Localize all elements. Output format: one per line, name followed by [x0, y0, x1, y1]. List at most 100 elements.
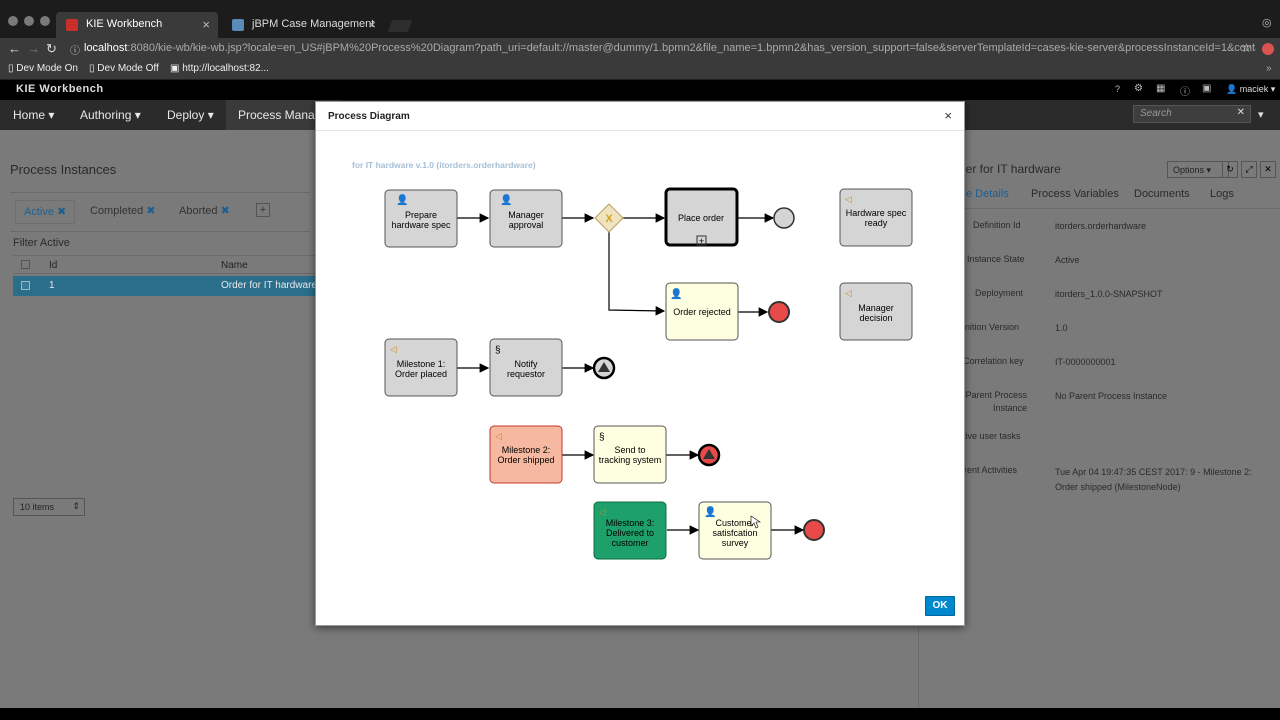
nav-home[interactable]: Home ▾	[13, 108, 55, 122]
table-header: Id Name	[13, 255, 317, 274]
bookmark-localhost[interactable]: ▣ http://localhost:82...	[170, 63, 269, 74]
select-all-checkbox[interactable]	[21, 260, 30, 269]
bookmarks-bar: ▯ Dev Mode On ▯ Dev Mode Off ▣ http://lo…	[0, 60, 1280, 80]
user-name: maciek	[1239, 84, 1269, 94]
process-diagram: for IT hardware v.1.0 (itorders.orderhar…	[352, 160, 913, 560]
help-icon[interactable]: ?	[1115, 84, 1121, 94]
search-placeholder: Search	[1140, 108, 1172, 119]
gear-icon[interactable]: ⚙	[1134, 83, 1143, 94]
node-label: Place order	[678, 213, 724, 223]
bookmark-dev-mode-on[interactable]: ▯ Dev Mode On	[8, 63, 78, 74]
nav-deploy[interactable]: Deploy ▾	[167, 108, 214, 122]
milestone-icon: ◁	[845, 288, 852, 298]
tab-label: KIE Workbench	[86, 18, 163, 30]
app-title: KIE Workbench	[16, 83, 104, 95]
browser-tab-jbpm[interactable]: jBPM Case Management ×	[222, 12, 384, 38]
maximize-window-button[interactable]	[40, 16, 50, 26]
field-value: itorders_1.0.0-SNAPSHOT	[1055, 289, 1163, 299]
tabs-divider	[919, 208, 1280, 209]
reload-icon[interactable]: ↻	[46, 41, 57, 56]
process-diagram-modal: Process Diagram × for IT hardware v.1.0 …	[315, 101, 965, 626]
page-size-value: 10 items	[20, 502, 55, 512]
info-icon[interactable]: ⓘ	[1180, 87, 1190, 98]
tab-instance-details[interactable]: e Details	[966, 188, 1009, 200]
filter-chip-completed[interactable]: Completed ✖	[90, 205, 156, 217]
script-task-icon: §	[599, 432, 605, 443]
column-id[interactable]: Id	[49, 260, 58, 271]
extension-icon[interactable]	[1262, 43, 1274, 55]
user-menu[interactable]: 👤 maciek ▾	[1226, 84, 1276, 94]
close-window-button[interactable]	[8, 16, 18, 26]
chip-label: Completed	[90, 205, 144, 217]
add-filter-button[interactable]: +	[256, 203, 270, 217]
address-bar-row: ← → ↻ ⓘ localhost:8080/kie-wb/kie-wb.jsp…	[0, 38, 1280, 60]
search-input[interactable]: Search ✕	[1133, 105, 1251, 123]
user-task-icon: 👤	[500, 193, 512, 206]
close-icon[interactable]: ×	[368, 17, 376, 32]
chip-label: Aborted	[179, 205, 218, 217]
column-name[interactable]: Name	[221, 260, 248, 271]
expand-subprocess-icon[interactable]	[696, 235, 707, 246]
nav-authoring[interactable]: Authoring ▾	[80, 108, 141, 122]
bottom-bar	[0, 708, 1280, 720]
tab-documents[interactable]: Documents	[1134, 188, 1190, 200]
close-icon[interactable]: ✕	[1260, 161, 1276, 178]
options-label: Options	[1173, 165, 1205, 175]
tab-logs[interactable]: Logs	[1210, 188, 1234, 200]
browser-tab-kie[interactable]: KIE Workbench ×	[56, 12, 218, 38]
ok-button[interactable]: OK	[925, 596, 955, 616]
field-label: rrent Activities	[961, 465, 1018, 475]
close-icon[interactable]: ×	[202, 17, 210, 32]
close-icon[interactable]: ×	[944, 108, 952, 123]
milestone-2-order-shipped[interactable]: ◁ Milestone 2:Order shipped	[489, 425, 563, 484]
expand-icon[interactable]: ⤢	[1241, 161, 1257, 178]
tab-label: jBPM Case Management	[252, 18, 375, 30]
search-options-icon[interactable]: ▾	[1258, 109, 1264, 121]
exclusive-gateway[interactable]: X	[594, 203, 624, 233]
more-bookmarks-icon[interactable]: »	[1266, 63, 1272, 74]
process-instances-panel: Process Instances Active ✖ Completed ✖ A…	[0, 130, 917, 708]
milestone-icon: ◁	[599, 507, 606, 517]
milestone-1-order-placed[interactable]: ◁ Milestone 1:Order placed	[384, 338, 458, 397]
new-tab-button[interactable]	[387, 20, 413, 32]
back-icon[interactable]: ←	[8, 41, 21, 56]
row-checkbox[interactable]	[21, 281, 30, 290]
refresh-icon[interactable]: ↻	[1222, 161, 1238, 178]
forward-icon[interactable]: →	[27, 41, 40, 56]
page-size-select[interactable]: 10 items⇕	[13, 498, 85, 516]
options-dropdown[interactable]: Options ▾	[1167, 161, 1229, 178]
field-label: inition Version	[963, 322, 1020, 332]
info-icon[interactable]: ⓘ	[70, 46, 80, 57]
row-name: Order for IT hardware	[221, 280, 317, 291]
tasks-icon[interactable]: ▣	[1202, 83, 1212, 94]
subprocess-place-order[interactable]: Place order +	[664, 187, 739, 247]
task-order-rejected[interactable]: 👤 Order rejected	[665, 282, 739, 341]
node-label: Milestone 1:Order placed	[395, 359, 447, 379]
end-event-icon	[803, 519, 825, 541]
field-value: IT-0000000001	[1055, 357, 1116, 367]
clear-icon[interactable]: ✕	[1236, 107, 1245, 118]
filter-chip-aborted[interactable]: Aborted ✖	[179, 205, 230, 217]
bookmark-dev-mode-off[interactable]: ▯ Dev Mode Off	[89, 63, 159, 74]
apps-icon[interactable]: ▦	[1156, 83, 1166, 94]
end-event-icon	[773, 207, 795, 229]
end-event-icon	[768, 301, 790, 323]
table-row[interactable]: 1 Order for IT hardware	[13, 276, 317, 296]
bookmark-star-icon[interactable]: ☆	[1241, 41, 1252, 55]
filter-chip-active[interactable]: Active ✖	[15, 200, 76, 224]
field-label: tive user tasks	[963, 431, 1021, 441]
minimize-window-button[interactable]	[24, 16, 34, 26]
tab-process-variables[interactable]: Process Variables	[1031, 188, 1119, 200]
url-field[interactable]: ⓘ localhost:8080/kie-wb/kie-wb.jsp?local…	[66, 40, 1256, 58]
